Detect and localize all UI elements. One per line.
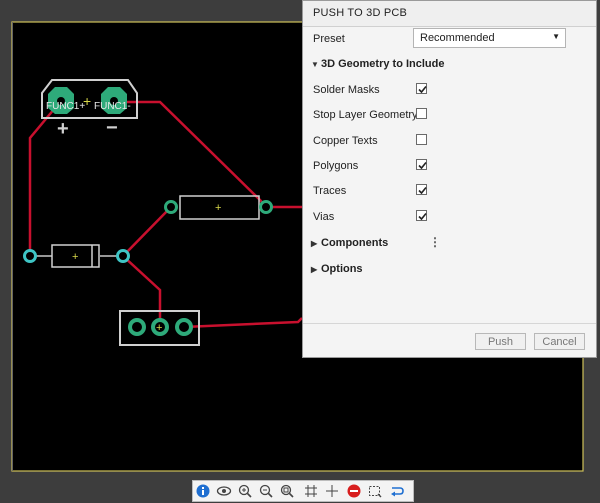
option-label-copper-texts: Copper Texts <box>313 135 378 147</box>
caret-down-icon: ▼ <box>311 60 319 69</box>
battery-connector: FUNC1+ FUNC1- + + − <box>41 79 138 140</box>
selection-icon[interactable] <box>367 483 383 499</box>
func-label-2: FUNC1- <box>94 101 131 112</box>
preset-value: Recommended <box>420 32 495 44</box>
push-button[interactable]: Push <box>475 333 526 350</box>
svg-text:+: + <box>83 93 91 109</box>
route-icon[interactable] <box>389 483 405 499</box>
zoom-in-icon[interactable] <box>237 483 253 499</box>
preset-row: Preset Recommended ▼ <box>303 27 596 51</box>
svg-text:+: + <box>72 251 78 263</box>
preset-label: Preset <box>313 33 345 45</box>
checkbox-traces[interactable] <box>416 184 427 195</box>
pad <box>259 200 273 214</box>
no-entry-icon[interactable] <box>346 483 362 499</box>
pad <box>164 200 178 214</box>
option-label-solder-masks: Solder Masks <box>313 84 380 96</box>
options-section-label: Options <box>321 263 363 275</box>
components-section-header[interactable]: ▶Components ⋮ <box>311 235 441 249</box>
via <box>116 249 130 263</box>
func-label-1: FUNC1+ <box>46 101 85 112</box>
checkbox-copper-texts[interactable] <box>416 134 427 145</box>
canvas-toolbar <box>192 480 414 502</box>
svg-text:+: + <box>215 202 221 214</box>
checkbox-stop-layer-geometry[interactable] <box>416 108 427 119</box>
panel-title: PUSH TO 3D PCB <box>303 1 596 27</box>
svg-text:+: + <box>156 322 162 334</box>
option-label-stop-layer-geometry: Stop Layer Geometry <box>313 109 418 121</box>
option-label-traces: Traces <box>313 185 347 197</box>
caret-right-icon: ▶ <box>311 239 318 248</box>
options-section-header[interactable]: ▶Options <box>311 263 363 275</box>
header-3pin: + <box>119 310 200 346</box>
eye-icon[interactable] <box>216 483 232 499</box>
grid-icon[interactable] <box>303 483 319 499</box>
push-to-3d-pcb-panel: PUSH TO 3D PCB Preset Recommended ▼ ▼3D … <box>302 0 597 358</box>
preset-select[interactable]: Recommended ▼ <box>413 28 566 48</box>
crosshair-icon[interactable] <box>324 483 340 499</box>
plus-sign: + <box>57 118 69 140</box>
option-label-vias: Vias <box>313 211 335 223</box>
option-label-polygons: Polygons <box>313 160 359 172</box>
diode: + <box>23 244 130 268</box>
kebab-menu-icon[interactable]: ⋮ <box>429 235 441 249</box>
chevron-down-icon: ▼ <box>552 32 560 41</box>
resistor: + <box>164 195 273 220</box>
caret-right-icon: ▶ <box>311 265 318 274</box>
panel-footer: Push Cancel <box>303 323 596 359</box>
info-icon[interactable] <box>195 483 211 499</box>
zoom-fit-icon[interactable] <box>279 483 295 499</box>
via <box>23 249 37 263</box>
components-section-label: Components <box>321 237 389 249</box>
checkbox-solder-masks[interactable] <box>416 83 427 94</box>
minus-sign: − <box>106 117 118 139</box>
zoom-out-icon[interactable] <box>258 483 274 499</box>
cancel-button[interactable]: Cancel <box>534 333 585 350</box>
geometry-section-label: 3D Geometry to Include <box>321 58 445 70</box>
checkbox-vias[interactable] <box>416 210 427 221</box>
geometry-section-header[interactable]: ▼3D Geometry to Include <box>311 58 444 70</box>
checkbox-polygons[interactable] <box>416 159 427 170</box>
